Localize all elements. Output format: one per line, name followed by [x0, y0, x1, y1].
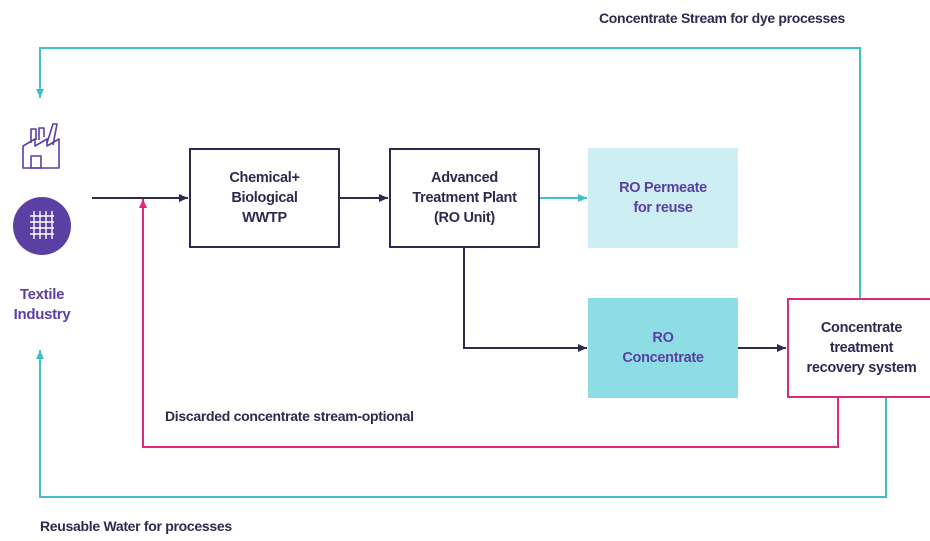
factory-icon	[22, 123, 60, 169]
discarded-stream-label: Discarded concentrate stream-optional	[165, 408, 414, 424]
advanced-to-concentrate-arrow	[463, 248, 587, 352]
discarded-stream-line	[139, 199, 839, 448]
reusable-water-label: Reusable Water for processes	[40, 518, 232, 534]
recovery-system-box: Concentrate treatment recovery system	[787, 298, 930, 398]
concentrate-stream-label: Concentrate Stream for dye processes	[599, 10, 845, 26]
ro-permeate-box: RO Permeate for reuse	[588, 148, 738, 248]
advanced-treatment-box: Advanced Treatment Plant (RO Unit)	[389, 148, 540, 248]
reusable-water-line	[36, 350, 887, 498]
ro-concentrate-box: RO Concentrate	[588, 298, 738, 398]
wwtp-box: Chemical+ Biological WWTP	[189, 148, 340, 248]
fabric-icon	[13, 197, 71, 255]
textile-industry-label: Textile Industry	[13, 286, 71, 323]
concentrate-return-line	[36, 47, 861, 298]
